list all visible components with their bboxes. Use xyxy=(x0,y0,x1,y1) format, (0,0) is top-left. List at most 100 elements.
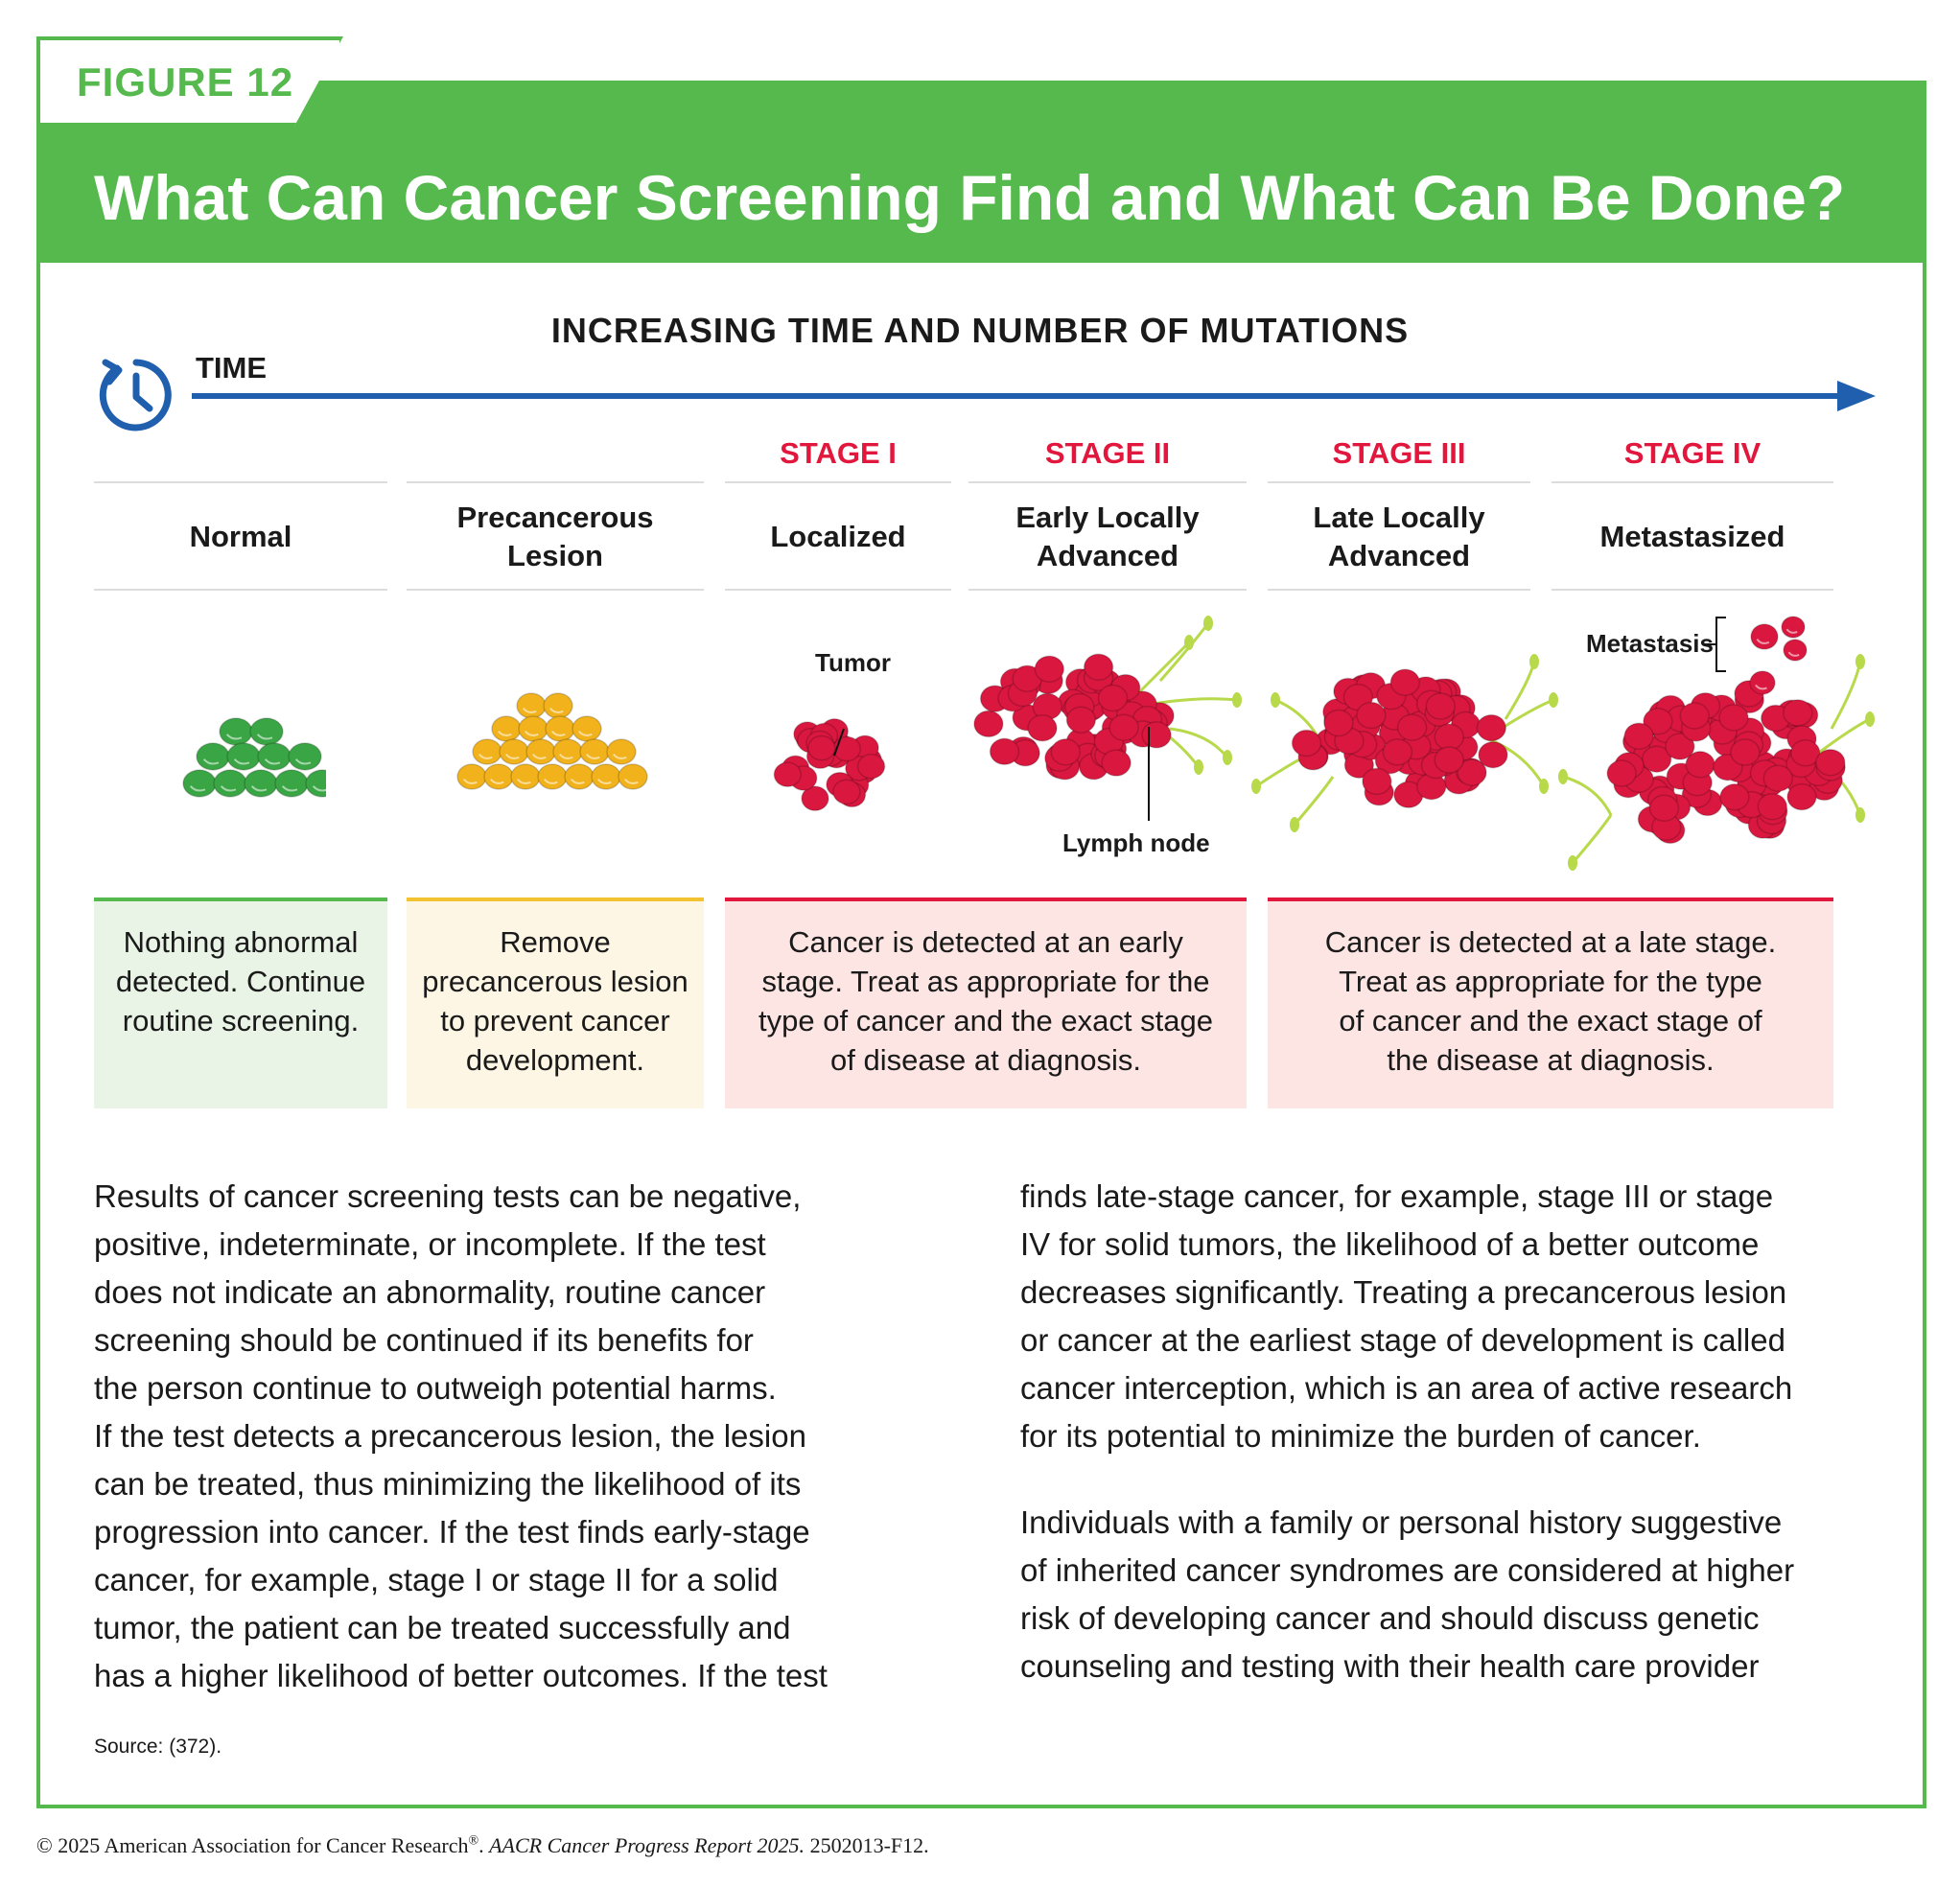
precancerous-cell xyxy=(552,738,583,765)
tumor-cell xyxy=(832,779,861,805)
tumor-cell xyxy=(807,734,836,761)
precancerous-cell xyxy=(543,692,573,719)
precancerous-cell xyxy=(579,738,610,765)
precancerous-cell-highlight xyxy=(558,753,573,759)
lymph-node xyxy=(1290,817,1299,832)
header-band xyxy=(36,81,1926,263)
tumor-cell xyxy=(1790,739,1821,767)
precancerous-cell xyxy=(518,715,548,742)
precancerous-cell-highlight xyxy=(522,707,537,713)
tumor-cell xyxy=(1065,706,1097,734)
tumor-cell xyxy=(1034,655,1065,683)
late-stage-action-box: Cancer is detected at a late stage. Trea… xyxy=(1268,897,1833,1108)
normal-cell xyxy=(288,742,322,771)
tumor-cell xyxy=(1396,713,1428,741)
tumor-cell xyxy=(1382,738,1413,766)
normal-cell xyxy=(305,769,326,798)
precancerous-cell-highlight xyxy=(524,730,539,736)
column-name-metastasized: Metastasized xyxy=(1599,520,1785,553)
tumor-cell xyxy=(1050,738,1082,766)
precancerous-cell-highlight xyxy=(531,753,547,759)
clock-icon xyxy=(99,359,172,431)
normal-cell-highlight xyxy=(189,785,206,792)
precancerous-cell xyxy=(483,763,514,790)
lymph-vessel xyxy=(1485,736,1546,787)
normal-cell-highlight xyxy=(294,758,312,765)
lymph-node xyxy=(1232,692,1242,708)
precancerous-cell-highlight xyxy=(596,778,612,784)
normal-cell xyxy=(182,769,217,798)
column-rule xyxy=(94,481,387,483)
precancerous-cell xyxy=(618,763,648,790)
tumor-cell xyxy=(1141,721,1172,749)
stage-3-tumor-illustration xyxy=(1251,654,1558,832)
stage-1-tumor-illustration xyxy=(773,718,886,812)
column-name-normal: Normal xyxy=(189,520,292,553)
lymph-node xyxy=(1223,750,1232,765)
lymph-node xyxy=(1855,654,1865,669)
precancerous-cell-highlight xyxy=(577,730,593,736)
normal-cell-highlight xyxy=(281,785,298,792)
column-rule xyxy=(1552,481,1833,483)
precancerous-cell-highlight xyxy=(462,778,478,784)
source-note: Source: (372). xyxy=(94,1736,222,1758)
column-rule xyxy=(968,481,1247,483)
precancerous-cell xyxy=(472,738,502,765)
lymph-vessel xyxy=(1293,776,1335,826)
tumor-cell xyxy=(1476,713,1507,742)
precancerous-cell-highlight xyxy=(550,730,566,736)
column-rule xyxy=(407,481,704,483)
metastasis-cell xyxy=(1783,639,1808,662)
lymph-node xyxy=(1271,692,1280,708)
lymph-node xyxy=(1855,807,1865,823)
precancerous-cell-highlight xyxy=(497,730,512,736)
precancerous-cell xyxy=(510,763,541,790)
tumor-cell xyxy=(1749,670,1776,695)
figure-label: FIGURE 12 xyxy=(77,59,294,105)
tumor-cell xyxy=(1101,749,1132,777)
precancerous-cell-highlight xyxy=(548,707,564,713)
body-text-right-p2: Individuals with a family or personal hi… xyxy=(1020,1504,1795,1684)
precancerous-cell-highlight xyxy=(543,778,558,784)
precancerous-cell-highlight xyxy=(585,753,600,759)
lymph-vessel xyxy=(1811,717,1871,759)
metastasis-cell-highlight xyxy=(1756,638,1770,644)
normal-cell-highlight xyxy=(202,758,220,765)
precancerous-cell xyxy=(606,738,637,765)
normal-cell xyxy=(213,769,247,798)
metastasis-cell-highlight xyxy=(1787,651,1800,657)
tumor-cell xyxy=(856,753,886,780)
normal-cell xyxy=(257,742,292,771)
normal-cell-highlight xyxy=(233,758,250,765)
copyright-line: © 2025 American Association for Cancer R… xyxy=(36,1833,929,1857)
normal-cell xyxy=(249,717,284,746)
tumor-cell xyxy=(1643,708,1673,735)
stage-2-tumor-illustration xyxy=(973,616,1242,821)
lymph-vessel xyxy=(1830,661,1862,730)
lymph-node xyxy=(1865,711,1875,727)
tumor-cell xyxy=(1291,729,1322,758)
precancerous-cell xyxy=(525,738,556,765)
precancerous-cell-highlight xyxy=(489,778,504,784)
tumor-cell xyxy=(801,785,829,812)
precancerous-cell xyxy=(499,738,529,765)
column-rule xyxy=(1268,481,1530,483)
precancerous-cell xyxy=(491,715,522,742)
metastasis-callout: Metastasis xyxy=(1586,629,1714,658)
tumor-cell xyxy=(1457,758,1487,786)
stage-4-tumor-illustration xyxy=(1558,616,1875,871)
normal-cell-highlight xyxy=(264,758,281,765)
axis-title: INCREASING TIME AND NUMBER OF MUTATIONS xyxy=(550,311,1410,350)
normal-cell-highlight xyxy=(250,785,268,792)
normal-cells-illustration xyxy=(182,717,326,798)
precancerous-cell-highlight xyxy=(570,778,585,784)
normal-cell-highlight xyxy=(220,785,237,792)
precancerous-cell-highlight xyxy=(478,753,493,759)
tumor-cell xyxy=(1108,713,1139,741)
tumor-cell xyxy=(1762,764,1794,792)
lymph-node xyxy=(1203,616,1213,631)
tumor-cell xyxy=(1083,653,1114,681)
early-stage-action-box: Cancer is detected at an early stage. Tr… xyxy=(725,897,1247,1108)
